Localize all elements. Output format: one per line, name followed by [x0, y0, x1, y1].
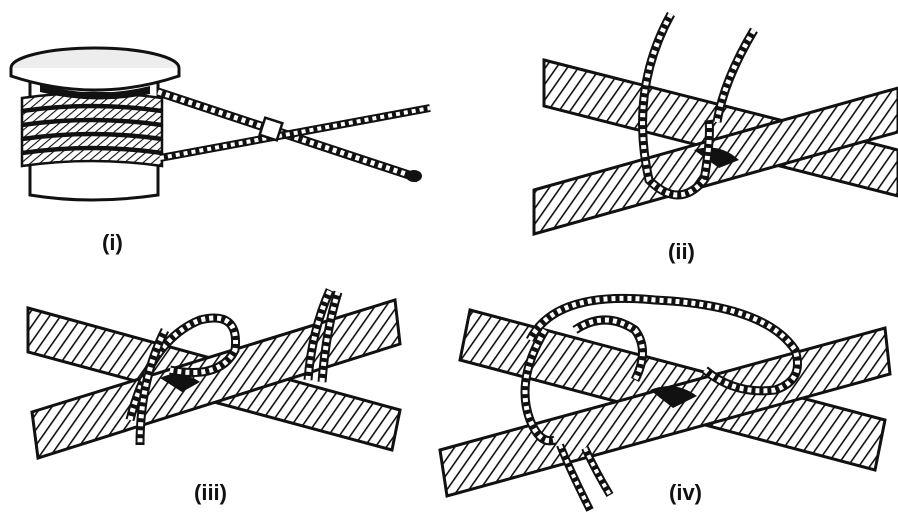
caption-panel-iii: (iii)	[194, 482, 227, 504]
panel-i-illustration	[0, 0, 449, 230]
caption-panel-iv: (iv)	[669, 482, 702, 504]
panel-ii-illustration	[449, 0, 898, 240]
panel-iv-illustration	[435, 270, 898, 515]
caption-panel-ii: (ii)	[668, 241, 695, 263]
caption-panel-i: (i)	[102, 232, 123, 254]
coil-turns	[22, 93, 162, 166]
panel-iii-illustration	[0, 260, 449, 475]
